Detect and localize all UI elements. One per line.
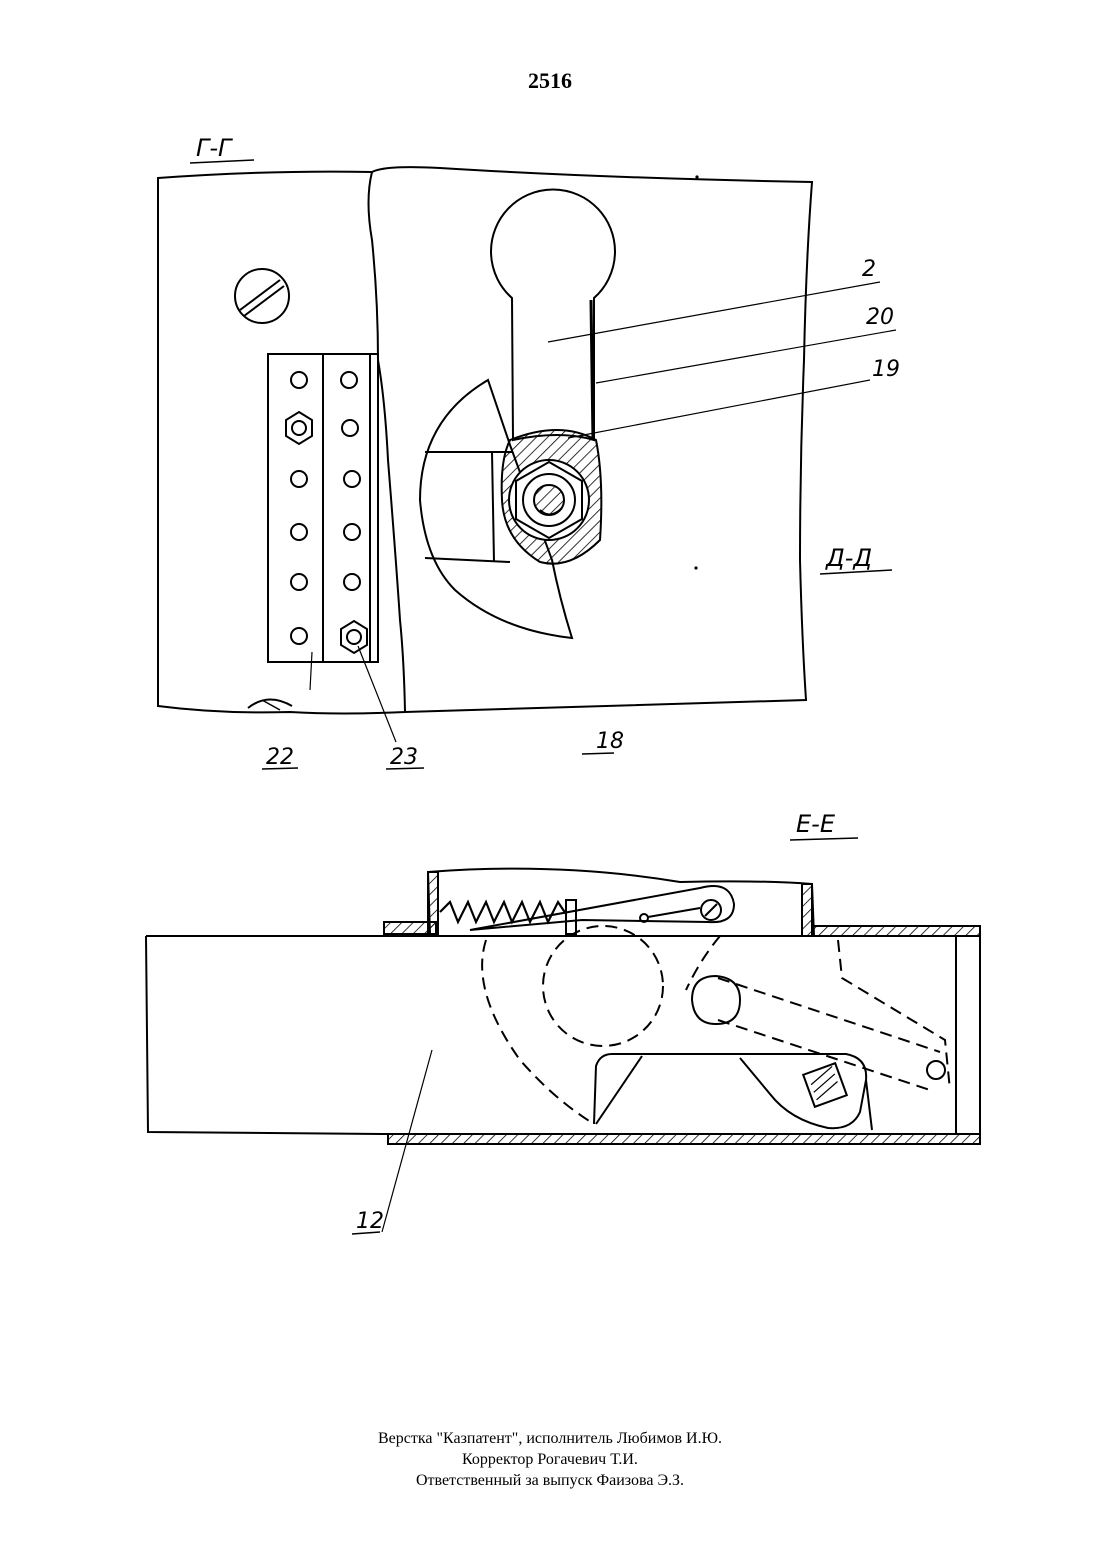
hub-assembly — [502, 430, 602, 564]
sector-arc-dashed — [482, 940, 594, 1124]
section-label-ee: Е-Е — [796, 810, 836, 838]
view-label-dd: Д-Д — [825, 544, 872, 572]
callout-23: 23 — [390, 745, 418, 770]
imprint-footer: Верстка "Казпатент", исполнитель Любимов… — [0, 1428, 1100, 1491]
section-label-gg: Г-Г — [196, 134, 233, 162]
footer-line-responsible: Ответственный за выпуск Фаизова Э.З. — [0, 1470, 1100, 1491]
terminal-block — [268, 354, 378, 662]
footer-line-typesetting: Верстка "Казпатент", исполнитель Любимов… — [0, 1428, 1100, 1449]
figure-top: Г-Г — [158, 134, 900, 770]
callout-2: 2 — [862, 257, 876, 282]
callout-19: 19 — [872, 357, 900, 382]
spring — [440, 902, 566, 922]
callout-12: 12 — [356, 1209, 384, 1234]
linkage-dashed — [838, 940, 950, 1090]
footer-line-corrector: Корректор Рогачевич Т.И. — [0, 1449, 1100, 1470]
square-pin-icon — [803, 1063, 847, 1107]
cam-circle-dashed — [543, 926, 663, 1046]
callout-20: 20 — [866, 305, 894, 330]
slotted-screw-icon — [235, 269, 289, 323]
lever-arm — [491, 189, 615, 440]
tube-body — [146, 936, 388, 1134]
callout-18: 18 — [596, 729, 624, 754]
figure-bottom: Е-Е — [146, 810, 980, 1234]
callout-22: 22 — [266, 745, 294, 770]
